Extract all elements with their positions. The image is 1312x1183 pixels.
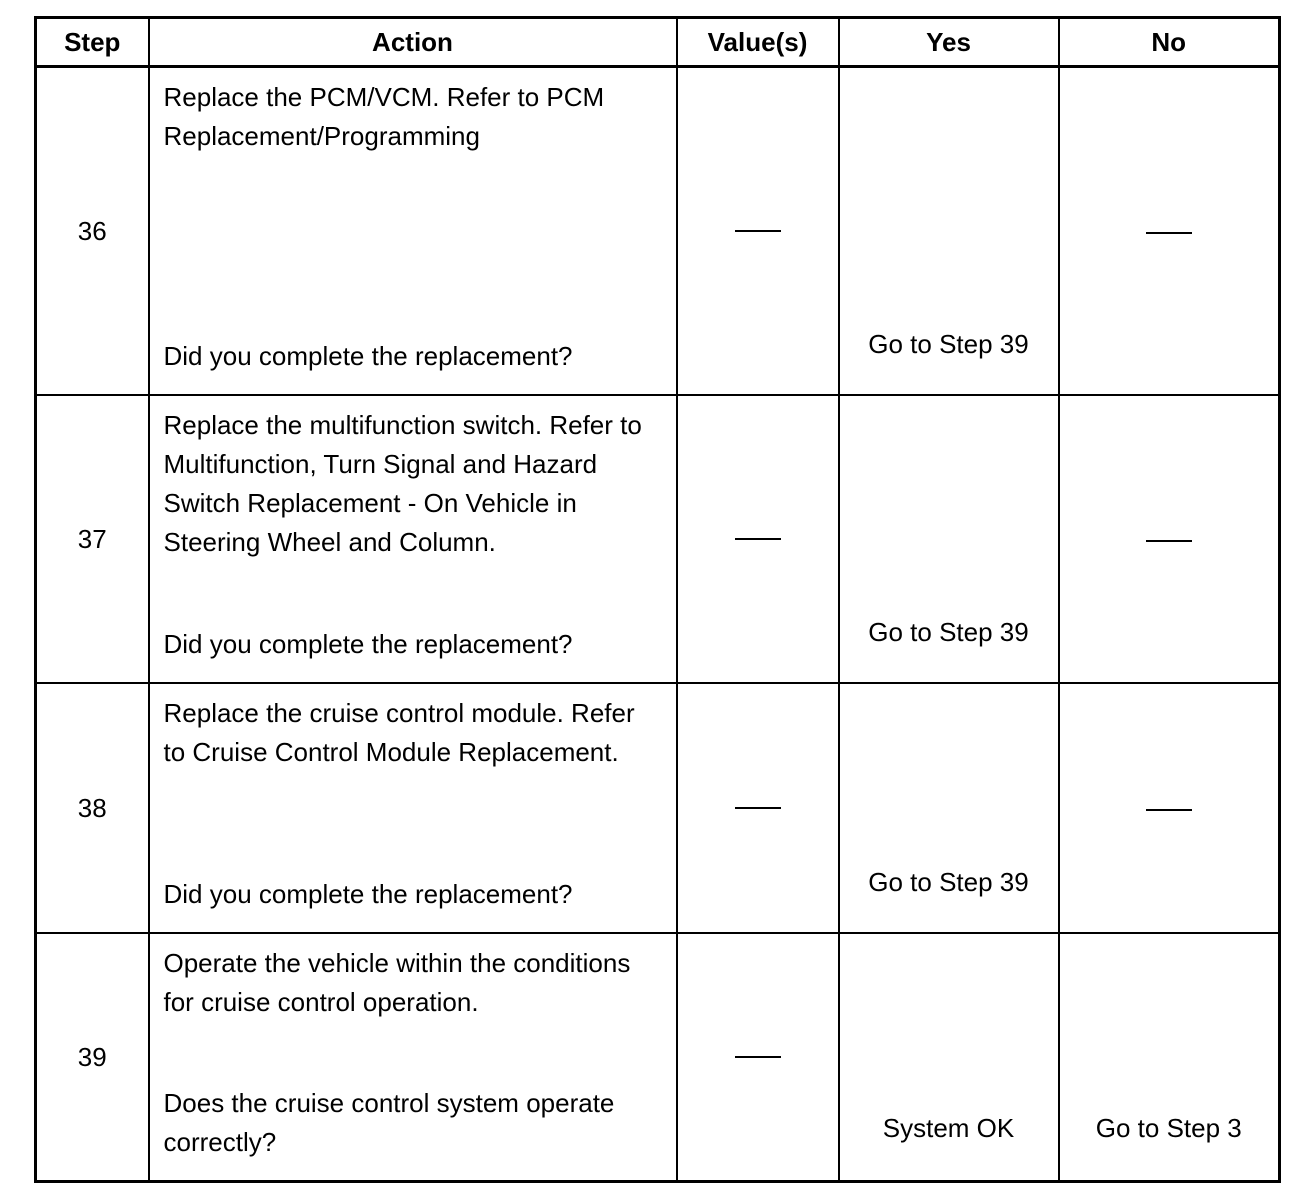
header-step: Step <box>34 16 150 68</box>
header-no: No <box>1057 16 1281 68</box>
action-text: Replace the cruise control module. Refer… <box>163 698 635 767</box>
action-cell: Replace the cruise control module. Refer… <box>147 682 678 934</box>
table-row: 38 Replace the cruise control module. Re… <box>34 682 1281 934</box>
action-cell: Replace the multifunction switch. Refer … <box>147 394 678 684</box>
yes-cell: Go to Step 39 <box>837 394 1060 684</box>
no-dash <box>1145 231 1192 234</box>
no-dash <box>1145 539 1192 542</box>
yes-cell: System OK <box>837 932 1060 1183</box>
table-row: 36 Replace the PCM/VCM. Refer to PCM Rep… <box>34 65 1281 396</box>
no-cell <box>1057 394 1281 684</box>
no-cell: Go to Step 3 <box>1057 932 1281 1183</box>
header-values: Value(s) <box>675 16 840 68</box>
table-row: 37 Replace the multifunction switch. Ref… <box>34 394 1281 684</box>
value-dash <box>734 229 781 232</box>
no-dash <box>1145 808 1192 811</box>
value-dash <box>734 806 781 809</box>
action-question: Did you complete the replacement? <box>163 341 573 371</box>
value-dash <box>734 537 781 540</box>
value-dash <box>734 1055 781 1058</box>
header-row: Step Action Value(s) Yes No <box>34 16 1281 68</box>
action-text: Replace the PCM/VCM. Refer to PCM Replac… <box>163 82 605 151</box>
action-question: Did you complete the replacement? <box>163 879 573 909</box>
action-question: Does the cruise control system operate c… <box>163 1088 615 1157</box>
action-question: Did you complete the replacement? <box>163 629 573 659</box>
action-cell: Operate the vehicle within the condition… <box>147 932 678 1183</box>
action-cell: Replace the PCM/VCM. Refer to PCM Replac… <box>147 65 678 396</box>
diagnostic-steps-table: Step Action Value(s) Yes No 36 Replace t… <box>34 16 1281 1183</box>
value-cell <box>675 394 840 684</box>
no-cell <box>1057 65 1281 396</box>
value-cell <box>675 65 840 396</box>
no-cell <box>1057 682 1281 934</box>
step-number: 36 <box>34 65 150 396</box>
header-action: Action <box>147 16 678 68</box>
step-number: 37 <box>34 394 150 684</box>
yes-cell: Go to Step 39 <box>837 682 1060 934</box>
step-number: 38 <box>34 682 150 934</box>
table-row: 39 Operate the vehicle within the condit… <box>34 932 1281 1183</box>
value-cell <box>675 682 840 934</box>
yes-cell: Go to Step 39 <box>837 65 1060 396</box>
value-cell <box>675 932 840 1183</box>
header-yes: Yes <box>837 16 1060 68</box>
action-text: Replace the multifunction switch. Refer … <box>163 410 642 557</box>
action-text: Operate the vehicle within the condition… <box>163 948 631 1017</box>
step-number: 39 <box>34 932 150 1183</box>
